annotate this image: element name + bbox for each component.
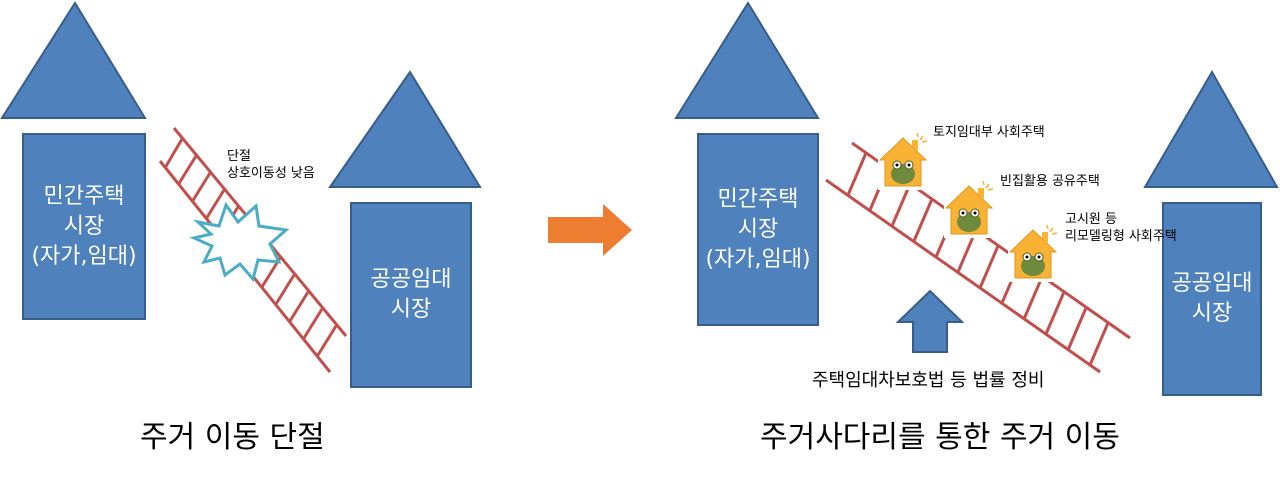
house-frog-icon [944,180,994,238]
left-public-market-box: 공공임대 시장 [350,202,472,388]
box-text-line: 시장 [1191,301,1233,326]
box-text-line: 민간주택 [717,186,799,212]
right-private-roof [674,1,820,119]
house-label-line: 고시원 등 [1065,212,1117,227]
left-ladder [158,127,348,373]
house-label-line: 리모델링형 사회주택 [1065,229,1177,244]
break-label-line: 상호이동성 낮음 [227,166,315,181]
left-public-roof [328,70,482,188]
break-label-line: 단절 [227,149,251,164]
arrow-up-icon [895,289,965,353]
box-text-line: 공공임대 [370,267,452,292]
box-text-line: 시장 [63,213,105,239]
box-text-line: 민간주택 [43,183,125,209]
box-text-line: 시장 [737,216,779,242]
right-public-market-box: 공공임대 시장 [1162,202,1262,396]
house-label: 토지임대부 사회주택 [933,124,1045,141]
left-private-market-box: 민간주택 시장 (자가,임대) [22,133,146,320]
house-frog-icon [878,132,928,190]
left-caption: 주거 이동 단절 [140,420,325,455]
box-text-line: (자가,임대) [705,246,811,272]
house-label: 고시원 등 리모델링형 사회주택 [1065,211,1177,245]
right-caption: 주거사다리를 통한 주거 이동 [760,420,1120,455]
house-label-line: 빈집활용 공유주택 [1000,174,1100,189]
burst-icon [189,201,290,283]
box-text-line: (자가,임대) [31,243,137,269]
arrow-right-icon [548,204,632,256]
house-label: 빈집활용 공유주택 [1000,173,1100,190]
right-private-market-box: 민간주택 시장 (자가,임대) [697,133,819,326]
law-reform-label: 주택임대차보호법 등 법률 정비 [812,370,1045,391]
right-public-roof [1143,69,1279,188]
break-label: 단절 상호이동성 낮음 [227,148,315,182]
house-frog-icon [1008,224,1058,282]
left-private-roof [0,1,147,119]
box-text-line: 시장 [390,297,432,322]
house-label-line: 토지임대부 사회주택 [933,125,1045,140]
box-text-line: 공공임대 [1171,271,1253,296]
